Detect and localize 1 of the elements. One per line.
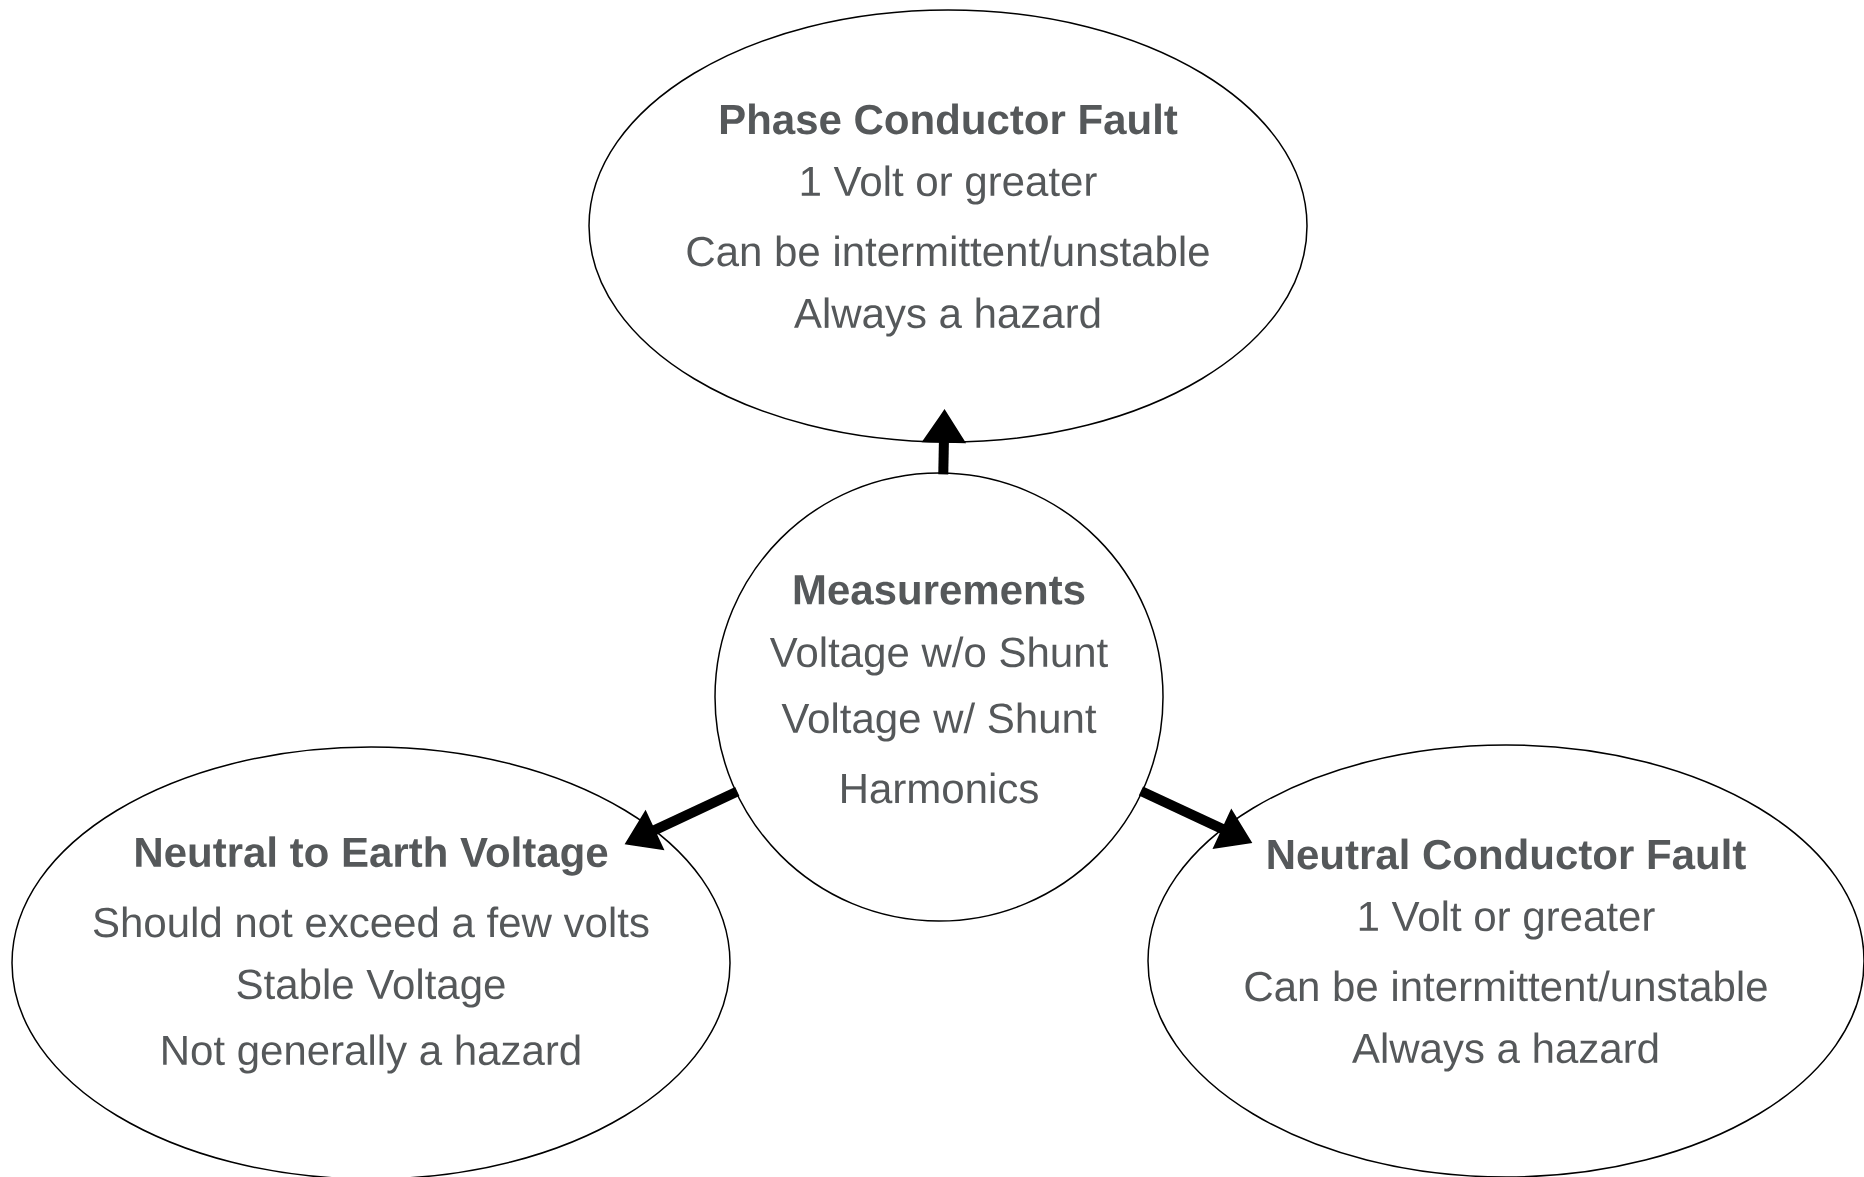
ellipse-node: Phase Conductor Fault 1 Volt or greater Can be intermittent/unstable Always a hazard (588, 9, 1308, 443)
